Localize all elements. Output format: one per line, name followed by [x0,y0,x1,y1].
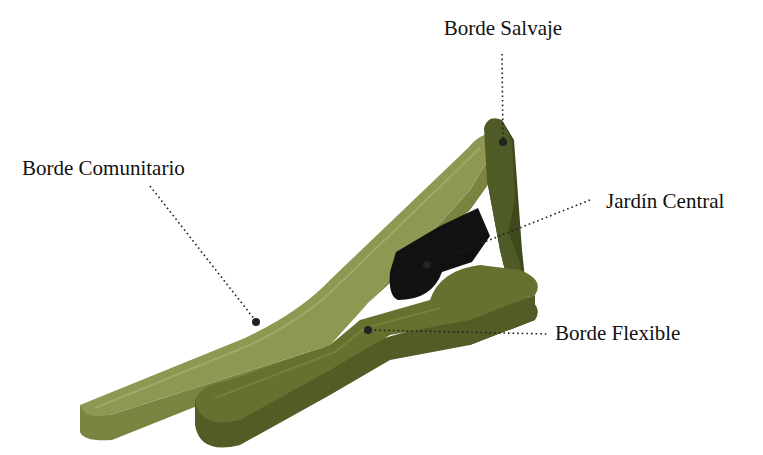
leader-line [370,330,548,334]
part-label: Jardín Central [606,189,724,213]
leader-line [150,186,255,320]
leader-dot [423,261,431,269]
leader-dots [252,138,507,334]
flexible-edge-wall [195,295,535,445]
flexible-edge-ridge [215,308,440,398]
leader-line [502,54,503,140]
leader-dot [364,326,372,334]
part-label: Borde Salvaje [444,16,562,40]
leader-dot [499,138,507,146]
leader-line [429,200,590,264]
flexible-edge-top [195,265,538,423]
part-label: Borde Comunitario [22,156,185,180]
wild-edge-top [484,118,523,290]
part-label: Borde Flexible [555,321,680,345]
leader-dot [252,318,260,326]
leader-lines [150,54,590,334]
